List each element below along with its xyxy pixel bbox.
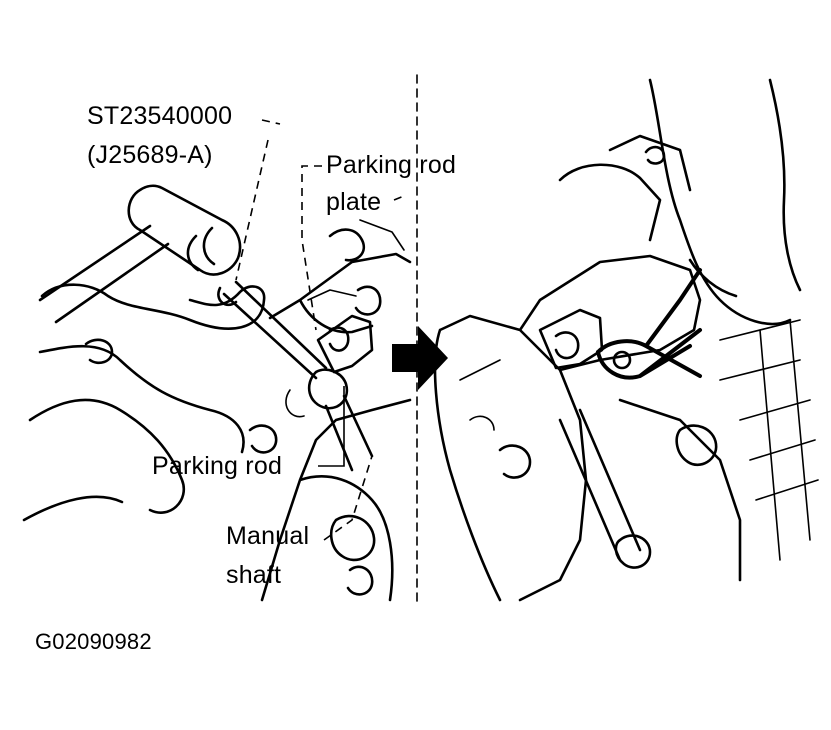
tool-number-label: ST23540000	[87, 102, 233, 130]
hammer-head	[127, 184, 242, 276]
manual-shaft-label-line1: Manual	[226, 522, 310, 550]
hand-holding-tool	[22, 283, 266, 522]
leader-manual-shaft	[323, 455, 373, 541]
leader-tool-number	[235, 119, 281, 281]
right-arrow-icon	[392, 326, 448, 390]
parking-rod-label: Parking rod	[152, 452, 283, 480]
parking-rod-plate	[316, 314, 374, 374]
leader-parking-rod-plate-right	[393, 195, 405, 201]
tool-alt-number-label: (J25689-A)	[87, 141, 213, 169]
manual-shaft-label-line2: shaft	[226, 561, 282, 589]
leader-parking-rod	[318, 386, 345, 467]
hand-right	[648, 78, 802, 326]
pliers-tool	[596, 268, 702, 380]
parking-rod-plate-label-line2: plate	[326, 188, 382, 216]
transmission-case-left	[248, 228, 412, 602]
parking-rod	[307, 368, 374, 472]
hammer-handle	[38, 224, 170, 324]
leader-parking-rod-plate	[301, 165, 322, 331]
drift-tool	[222, 280, 328, 380]
pliers-pivot	[612, 350, 632, 370]
transmission-case-right	[433, 134, 702, 602]
figure-code: G02090982	[35, 629, 152, 654]
parking-rod-plate-label-line1: Parking rod	[326, 151, 457, 179]
right-panel-drawing	[433, 78, 819, 602]
left-panel-drawing	[22, 184, 412, 602]
